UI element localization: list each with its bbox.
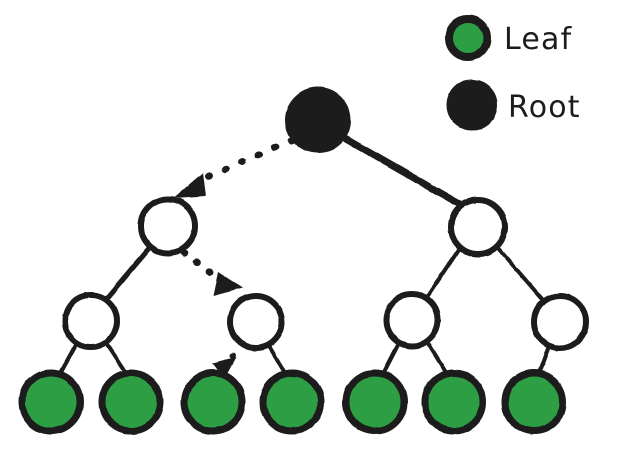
edge-right-to-right-left [425,246,462,299]
tree-node-leaf-2[interactable] [98,369,164,435]
edge-ll-to-leaf-1 [58,343,78,376]
edge-rr-to-leaf-7 [537,344,551,375]
dotted-arrow-tail-to-leaf-3 [229,349,246,359]
tree-node-internal-left-left[interactable] [62,292,120,350]
tree-node-leaf-1[interactable] [18,369,84,435]
edge-rl-to-leaf-6 [427,343,449,376]
legend-item-root[interactable]: Root [446,79,581,131]
tree-node-leaf-5[interactable] [342,369,408,435]
edge-rl-to-leaf-5 [381,343,400,376]
legend: Leaf Root [445,15,581,131]
tree-node-leaf-4[interactable] [259,369,325,435]
arrowhead-left-to-left-right [213,272,243,296]
dotted-arrow-root-to-left-child [196,136,296,184]
tree-node-leaf-3[interactable] [180,369,246,435]
tree-node-internal-right-right[interactable] [531,293,589,351]
tree-node-root[interactable] [285,87,351,153]
root-circle-icon [446,79,498,131]
traversal-arrows-layer [174,136,296,379]
tree-node-leaf-6[interactable] [421,369,487,435]
dotted-arrow-left-to-left-right [180,248,226,286]
edge-lr-to-leaf-4 [267,344,287,375]
arrowhead-root-to-left-child [174,173,206,198]
tree-node-internal-right-left[interactable] [383,291,441,349]
tree-node-internal-left[interactable] [138,196,198,256]
edge-right-to-right-right [495,245,545,302]
tree-node-internal-right[interactable] [448,197,508,257]
legend-label-root: Root [508,90,581,125]
legend-item-leaf[interactable]: Leaf [445,15,573,61]
tree-node-internal-left-right[interactable] [227,293,285,351]
leaf-circle-icon [445,15,491,61]
legend-label-leaf: Leaf [504,22,573,57]
tree-edges-layer [58,134,551,376]
edge-left-to-left-left [104,244,153,301]
tree-nodes-layer [18,87,589,435]
tree-node-leaf-7[interactable] [501,369,567,435]
arrowhead-to-leaf-3 [212,357,236,379]
edge-ll-to-leaf-2 [106,343,129,376]
edge-root-to-right-child [340,134,467,210]
